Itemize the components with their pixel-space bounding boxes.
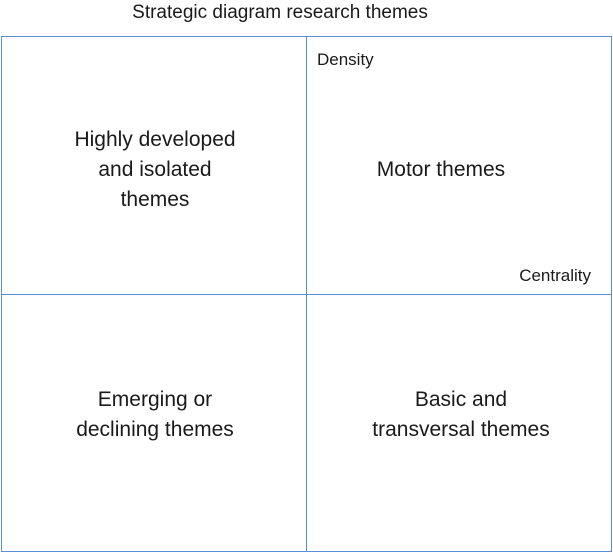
quadrant-top-left-line-2: and isolated: [98, 158, 212, 181]
quadrant-top-right-line-1: Motor themes: [376, 158, 506, 181]
density-axis-label: Density: [317, 50, 374, 69]
quadrant-bottom-right-line-2: transversal themes: [372, 418, 550, 441]
quadrant-top-right: Motor themes: [316, 155, 566, 185]
horizontal-axis-line: [1, 294, 612, 295]
quadrant-bottom-right-line-1: Basic and: [414, 388, 508, 411]
quadrant-top-left-line-3: themes: [120, 188, 190, 211]
quadrant-bottom-right: Basic and transversal themes: [316, 385, 606, 445]
quadrant-bottom-left: Emerging or declining themes: [30, 385, 280, 445]
quadrant-top-left: Highly developed and isolated themes: [30, 125, 280, 215]
quadrant-top-left-line-1: Highly developed: [74, 128, 236, 151]
quadrant-bottom-left-line-1: Emerging or: [97, 388, 213, 411]
centrality-axis-label: Centrality: [519, 266, 591, 285]
quadrant-bottom-left-line-2: declining themes: [76, 418, 234, 441]
diagram-title: Strategic diagram research themes: [132, 2, 428, 23]
